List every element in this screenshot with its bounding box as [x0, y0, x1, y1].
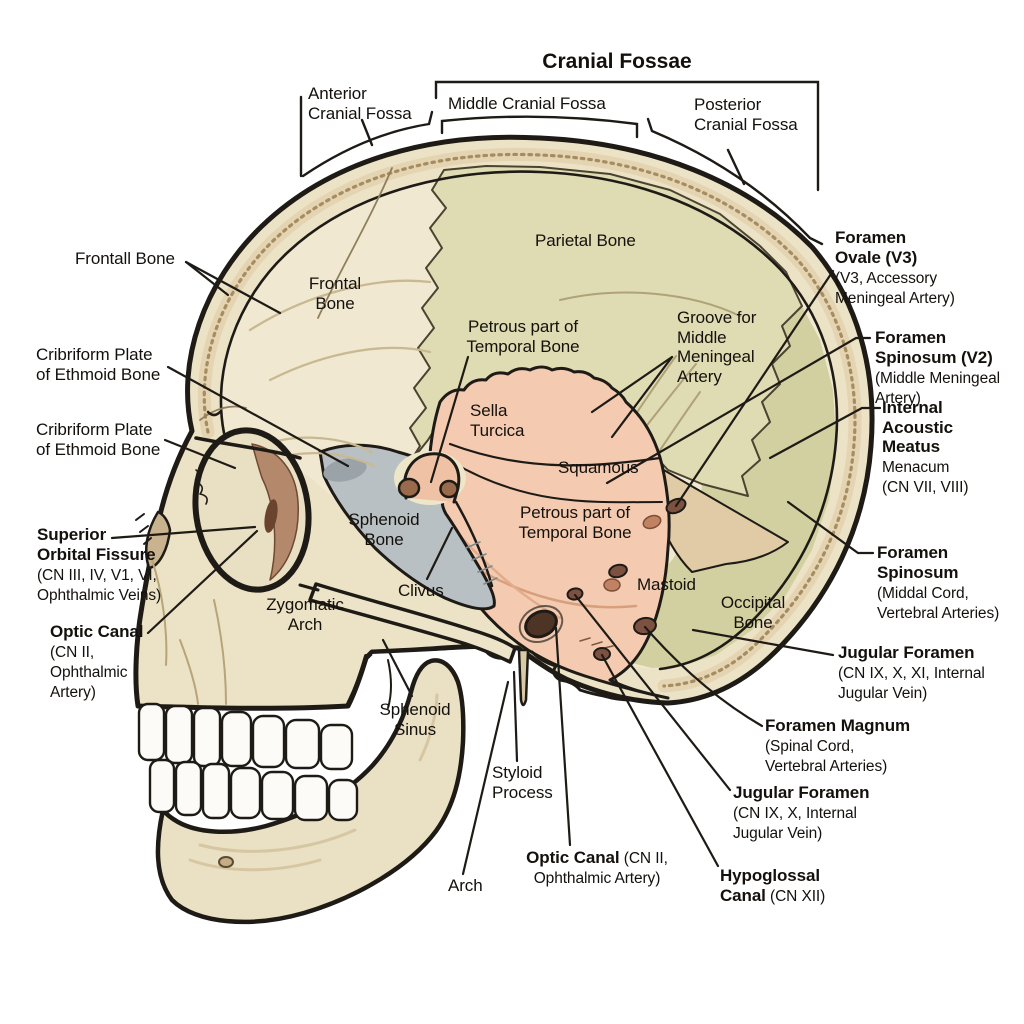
foramen-spinosum-opening	[608, 563, 628, 579]
leader-petrous-upper	[429, 355, 470, 484]
label-groove-middle-meningeal-artery: Groove for Middle Meningeal Artery	[677, 308, 757, 387]
petrous-detail-spot	[642, 514, 662, 530]
leader-groove-2	[610, 355, 674, 439]
mental-foramen	[218, 856, 234, 868]
bracket-cranial-fossae	[434, 80, 820, 192]
label-foramen-ovale: Foramen Ovale (V3) (V3, Accessory Mening…	[835, 228, 955, 307]
page-title: Cranial Fossae	[542, 50, 692, 73]
label-clivus: Clivus	[398, 581, 444, 600]
ear-canal	[518, 605, 564, 643]
leader-spinosum-v2	[605, 336, 872, 485]
clivus-hatching	[465, 541, 498, 585]
petrous-detail-spot2	[603, 578, 621, 592]
leader-lines	[110, 260, 882, 876]
label-foramen-magnum: Foramen Magnum (Spinal Cord, Vertebral A…	[765, 716, 911, 775]
label-sphenoid-bone: Sphenoid Bone	[348, 510, 420, 549]
leader-arch	[461, 680, 510, 876]
label-cribriform-plate-1: Cribriform Plate of Ethmoid Bone	[36, 345, 161, 384]
zygomatic-arch-shape	[308, 582, 517, 664]
leader-hypoglossal	[600, 653, 720, 868]
label-petrous-part-upper: Petrous part of Temporal Bone	[466, 317, 580, 356]
leader-internal-acoustic	[768, 406, 882, 460]
label-styloid-process: Styloid Process	[492, 763, 553, 802]
label-squamous: Squamous	[558, 458, 639, 477]
label-internal-acoustic-meatus: Internal Acoustic Meatus Menacum (CN VII…	[882, 398, 969, 497]
label-sella-turcica: Sella Turcica	[470, 401, 525, 440]
label-arch: Arch	[448, 876, 483, 895]
fossa-brackets	[299, 80, 824, 246]
label-hypoglossal-canal: Hypoglossal Canal (CN XII)	[720, 866, 826, 905]
label-superior-orbital-fissure: Superior Orbital Fissure (CN III, IV, V1…	[37, 525, 162, 604]
leader-groove-1	[590, 355, 674, 414]
leader-foramen-ovale	[674, 269, 835, 508]
mandible	[155, 658, 466, 925]
label-zygomatic-arch: Zygomatic Arch	[266, 595, 344, 634]
mandible-shading	[188, 693, 439, 872]
leader-spinosum-lower	[786, 500, 875, 555]
label-petrous-part-lower: Petrous part of Temporal Bone	[518, 503, 632, 542]
pointer-anterior	[360, 118, 374, 147]
label-foramen-spinosum-v2: Foramen Spinosum (V2) (Middle Meningeal …	[875, 328, 1000, 407]
pointer-posterior	[726, 148, 746, 186]
zygoma-join	[298, 583, 320, 592]
label-foramen-spinosum-lower: Foramen Spinosum (Middal Cord, Vertebral…	[877, 543, 1000, 622]
pterygoid-line	[387, 659, 392, 709]
mastoid-border	[530, 650, 634, 702]
teeth-lower	[148, 758, 359, 822]
leader-frontall-2	[184, 260, 282, 315]
leader-styloid	[512, 670, 519, 763]
maxilla-back-edge	[346, 654, 368, 706]
label-cribriform-plate-2: Cribriform Plate of Ethmoid Bone	[36, 420, 161, 459]
leader-cribriform-2	[163, 438, 237, 470]
leader-jugular-upper	[691, 628, 835, 657]
label-frontal-bone: Frontal Bone	[308, 274, 362, 313]
superior-orbital-fissure-opening	[264, 499, 278, 533]
bracket-middle	[440, 115, 639, 139]
leader-jugular-lower	[573, 593, 732, 792]
petrous-temporal-region	[427, 365, 671, 700]
orbit-suture	[195, 469, 208, 505]
leader-foramen-magnum	[643, 625, 764, 728]
label-parietal-bone: Parietal Bone	[535, 231, 636, 250]
leader-cribriform-1	[166, 365, 350, 468]
inner-vault-line	[219, 170, 839, 671]
leader-optic-left	[146, 529, 259, 635]
label-jugular-foramen-upper: Jugular Foramen (CN IX, X, XI, Internal …	[838, 643, 985, 702]
skull-art	[133, 134, 875, 925]
leader-sphenoid-sinus	[381, 638, 414, 698]
label-frontall-bone: Frontall Bone	[75, 249, 175, 268]
label-middle-cranial-fossa: Middle Cranial Fossa	[448, 94, 606, 113]
sphenoid-shade	[323, 458, 367, 482]
label-sphenoid-sinus: Sphenoid Sinus	[379, 700, 451, 739]
label-posterior-cranial-fossa: Posterior Cranial Fossa	[694, 95, 798, 134]
label-optic-canal-left: Optic Canal (CN II, Ophthalmic Artery)	[50, 622, 144, 701]
orbit	[192, 427, 312, 593]
leader-clivus	[425, 526, 454, 581]
face-details	[135, 410, 302, 705]
label-jugular-foramen-lower: Jugular Foramen (CN IX, X, Internal Jugu…	[733, 783, 870, 842]
label-occipital-bone: Occipital Bone	[720, 593, 786, 632]
leader-frontall-1	[184, 260, 230, 297]
label-optic-canal-bottom: Optic Canal (CN II, Ophthalmic Artery)	[526, 848, 668, 887]
leader-optic-bottom	[554, 626, 572, 847]
label-anterior-cranial-fossa: Anterior Cranial Fossa	[308, 84, 412, 123]
styloid-process-shape	[517, 648, 530, 707]
leader-superior-orbital	[110, 525, 257, 540]
diploe-band	[197, 147, 862, 693]
label-mastoid: Mastoid	[637, 575, 696, 594]
teeth-upper	[137, 702, 354, 771]
